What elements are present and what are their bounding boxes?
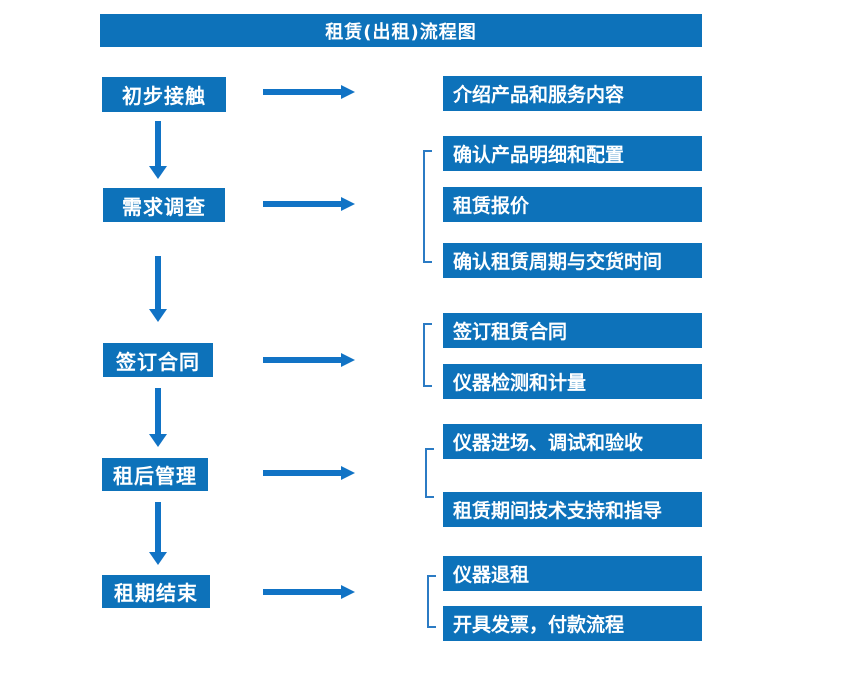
down-arrow-head — [149, 434, 167, 447]
step-label: 签订合同 — [116, 349, 200, 374]
step-box-initial-contact: 初步接触 — [102, 77, 226, 112]
detail-box-confirm-rental-period: 确认租赁周期与交货时间 — [443, 243, 702, 278]
group-bracket-icon — [425, 448, 434, 498]
page-title: 租赁(出租)流程图 — [325, 21, 477, 43]
step-label: 需求调查 — [122, 194, 206, 219]
right-arrow-icon — [263, 85, 355, 99]
detail-label: 确认租赁周期与交货时间 — [453, 251, 663, 273]
detail-box-instrument-inspection: 仪器检测和计量 — [443, 364, 702, 399]
down-arrow-head — [149, 552, 167, 565]
down-arrow-icon — [149, 388, 167, 447]
detail-label: 仪器检测和计量 — [453, 372, 587, 394]
detail-box-technical-support: 租赁期间技术支持和指导 — [443, 492, 702, 527]
right-arrow-shaft — [263, 470, 341, 476]
detail-box-confirm-product-details: 确认产品明细和配置 — [443, 136, 702, 171]
detail-box-invoice-payment: 开具发票，付款流程 — [443, 606, 702, 641]
down-arrow-head — [149, 166, 167, 179]
detail-box-introduce-products: 介绍产品和服务内容 — [443, 76, 702, 111]
right-arrow-icon — [263, 353, 355, 367]
detail-box-sign-rental-contract: 签订租赁合同 — [443, 313, 702, 348]
step-box-rental-end: 租期结束 — [102, 575, 210, 608]
detail-label: 仪器进场、调试和验收 — [453, 432, 644, 454]
right-arrow-shaft — [263, 589, 341, 595]
detail-box-instrument-return: 仪器退租 — [443, 556, 702, 591]
step-box-needs-survey: 需求调查 — [103, 188, 225, 222]
down-arrow-icon — [149, 256, 167, 322]
right-arrow-head — [341, 85, 355, 99]
detail-label: 租赁期间技术支持和指导 — [453, 500, 663, 522]
right-arrow-shaft — [263, 357, 341, 363]
title-banner: 租赁(出租)流程图 — [100, 14, 702, 47]
right-arrow-icon — [263, 197, 355, 211]
down-arrow-shaft — [155, 502, 161, 553]
right-arrow-head — [341, 353, 355, 367]
detail-label: 签订租赁合同 — [453, 321, 568, 343]
group-bracket-icon — [423, 150, 432, 263]
group-bracket-icon — [427, 575, 436, 628]
down-arrow-shaft — [155, 256, 161, 310]
step-label: 租后管理 — [113, 464, 197, 488]
right-arrow-head — [341, 197, 355, 211]
right-arrow-shaft — [263, 201, 341, 207]
down-arrow-shaft — [155, 121, 161, 167]
group-bracket-icon — [423, 323, 432, 387]
right-arrow-shaft — [263, 89, 341, 95]
step-label: 租期结束 — [114, 581, 198, 605]
detail-box-rental-quotation: 租赁报价 — [443, 187, 702, 222]
step-label: 初步接触 — [122, 84, 206, 108]
detail-label: 确认产品明细和配置 — [453, 144, 625, 166]
right-arrow-head — [341, 466, 355, 480]
detail-box-instrument-setup-acceptance: 仪器进场、调试和验收 — [443, 424, 702, 459]
detail-label: 开具发票，付款流程 — [453, 614, 625, 636]
right-arrow-head — [341, 585, 355, 599]
right-arrow-icon — [263, 466, 355, 480]
down-arrow-head — [149, 309, 167, 322]
step-box-post-rental-management: 租后管理 — [102, 458, 208, 491]
detail-label: 租赁报价 — [453, 195, 530, 217]
down-arrow-icon — [149, 502, 167, 565]
detail-label: 仪器退租 — [453, 564, 530, 586]
down-arrow-icon — [149, 121, 167, 179]
step-box-sign-contract: 签订合同 — [103, 343, 213, 377]
right-arrow-icon — [263, 585, 355, 599]
down-arrow-shaft — [155, 388, 161, 435]
detail-label: 介绍产品和服务内容 — [453, 84, 625, 106]
